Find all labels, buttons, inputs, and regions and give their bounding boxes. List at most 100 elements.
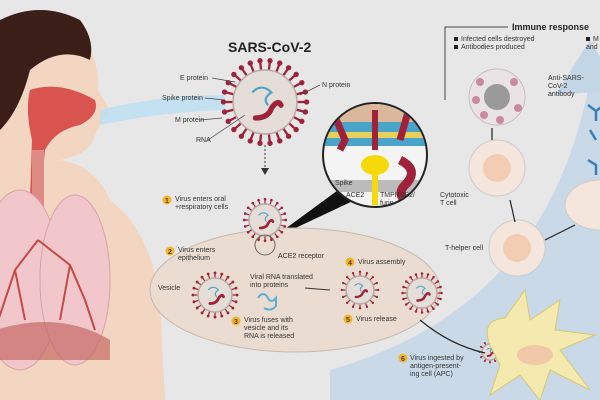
receptor-inset: Spike ACE2 TMPRSS2/ furin xyxy=(322,102,428,208)
spike-tip xyxy=(432,275,435,279)
svg-text:Virus fuses with: Virus fuses with xyxy=(244,317,293,324)
spike-tip xyxy=(257,140,263,146)
spike-tip xyxy=(426,310,430,313)
spike-tip xyxy=(436,280,440,283)
spike-tip xyxy=(213,271,217,275)
step-6: 6 Virus ingested by antigen-present- ing… xyxy=(398,353,464,378)
spike-tip xyxy=(283,225,287,228)
spike-tip xyxy=(243,225,247,228)
immune-arrows xyxy=(491,128,576,241)
spike-tip xyxy=(206,314,210,318)
spike-tip xyxy=(231,126,237,133)
spike-tip xyxy=(479,356,482,359)
spike-tip xyxy=(213,315,217,319)
label-antibody: Anti-SARS- xyxy=(548,75,584,82)
spike-tip xyxy=(365,305,369,308)
spike-tip xyxy=(285,65,292,71)
svg-text:ing cell (APC): ing cell (APC) xyxy=(410,371,453,378)
spike-tip xyxy=(402,297,405,301)
spike-tip xyxy=(191,293,195,297)
b-cell xyxy=(564,179,600,231)
spike-tip xyxy=(234,286,238,290)
spike-tip xyxy=(263,197,267,201)
label-ace2: ACE2 xyxy=(346,192,364,199)
label-spike: Spike xyxy=(335,180,353,187)
spike-tip xyxy=(243,212,247,215)
spike-tip xyxy=(342,281,345,285)
bullet-antibodies: Antibodies produced xyxy=(461,44,525,51)
spike-tip xyxy=(285,133,292,139)
t-helper-cell xyxy=(488,219,546,277)
spike-tip xyxy=(247,60,253,66)
spike-tip xyxy=(409,275,412,279)
svg-text:Virus enters: Virus enters xyxy=(178,247,216,254)
spike-tip xyxy=(195,306,199,310)
virus-assembly xyxy=(340,270,380,310)
spike-tip xyxy=(235,293,239,297)
epithelial-cell xyxy=(149,227,441,353)
spike-tip xyxy=(426,273,430,276)
nasal-airway xyxy=(27,86,96,200)
step-3: 3 Virus fuses with vesicle and its RNA i… xyxy=(231,316,294,340)
svg-text:vesicle and its: vesicle and its xyxy=(244,325,288,332)
step-5: 5 Virus release xyxy=(343,314,397,324)
spike-tip xyxy=(371,275,375,279)
spike-tip xyxy=(293,71,299,78)
label-rna: RNA xyxy=(196,137,211,144)
label-antibody-3: antibody xyxy=(548,91,575,98)
svg-text:antigen-present-: antigen-present- xyxy=(410,363,462,370)
bullet-infected-destroyed: Infected cells destroyed xyxy=(461,36,535,43)
rna-strand xyxy=(258,212,270,222)
svg-text:Virus ingested by: Virus ingested by xyxy=(410,355,464,362)
spike-tip xyxy=(200,275,204,279)
svg-text:epithelium: epithelium xyxy=(178,255,210,262)
spike-tip xyxy=(414,310,418,313)
bullet-icon xyxy=(454,45,458,49)
spike-tip xyxy=(251,235,255,239)
label-antibody-2: CoV-2 xyxy=(548,83,568,90)
air-stream xyxy=(100,95,225,125)
svg-text:3: 3 xyxy=(234,319,238,326)
spike-tip xyxy=(489,361,491,364)
virus-particle xyxy=(220,58,310,146)
spike-tip xyxy=(267,140,273,146)
spike-tip xyxy=(375,281,378,285)
spike-tip xyxy=(270,198,273,202)
bullet-icon xyxy=(454,37,458,41)
spike-tip xyxy=(439,297,442,301)
spike-tip xyxy=(293,126,299,133)
spike-tip xyxy=(342,295,345,299)
spike-tip xyxy=(247,138,253,144)
spike-tip xyxy=(221,89,228,95)
svg-text:1: 1 xyxy=(165,198,169,205)
spike-tip xyxy=(351,305,355,308)
spike-tip xyxy=(192,300,196,304)
inset-pointer xyxy=(270,185,355,240)
spike-tip xyxy=(340,288,343,292)
spike-tip xyxy=(283,212,287,215)
spike-tip xyxy=(302,109,309,115)
diaphragm xyxy=(0,322,110,360)
spike-tip xyxy=(275,235,279,239)
spike-tip xyxy=(221,109,228,115)
destroyed-infected-cell xyxy=(468,68,526,126)
spike-tip xyxy=(226,275,230,279)
n-protein xyxy=(258,219,275,230)
spike-tip xyxy=(267,58,273,64)
label-cytotoxic-2: T cell xyxy=(440,200,457,207)
rna-strand xyxy=(354,283,364,292)
spike-tip xyxy=(402,285,405,289)
label-e-protein: E protein xyxy=(180,75,208,82)
rna-strand xyxy=(486,347,493,354)
spike-tip xyxy=(401,291,404,295)
spike-tip xyxy=(231,280,235,284)
spike-tip xyxy=(494,360,497,363)
spike-tip xyxy=(404,303,408,306)
spike-tip xyxy=(275,201,279,205)
spike-tip xyxy=(420,272,424,275)
bullet-right-1: M xyxy=(593,36,599,43)
spike-tip xyxy=(270,238,273,242)
svg-text:6: 6 xyxy=(401,356,405,363)
spike-tip xyxy=(299,118,305,124)
